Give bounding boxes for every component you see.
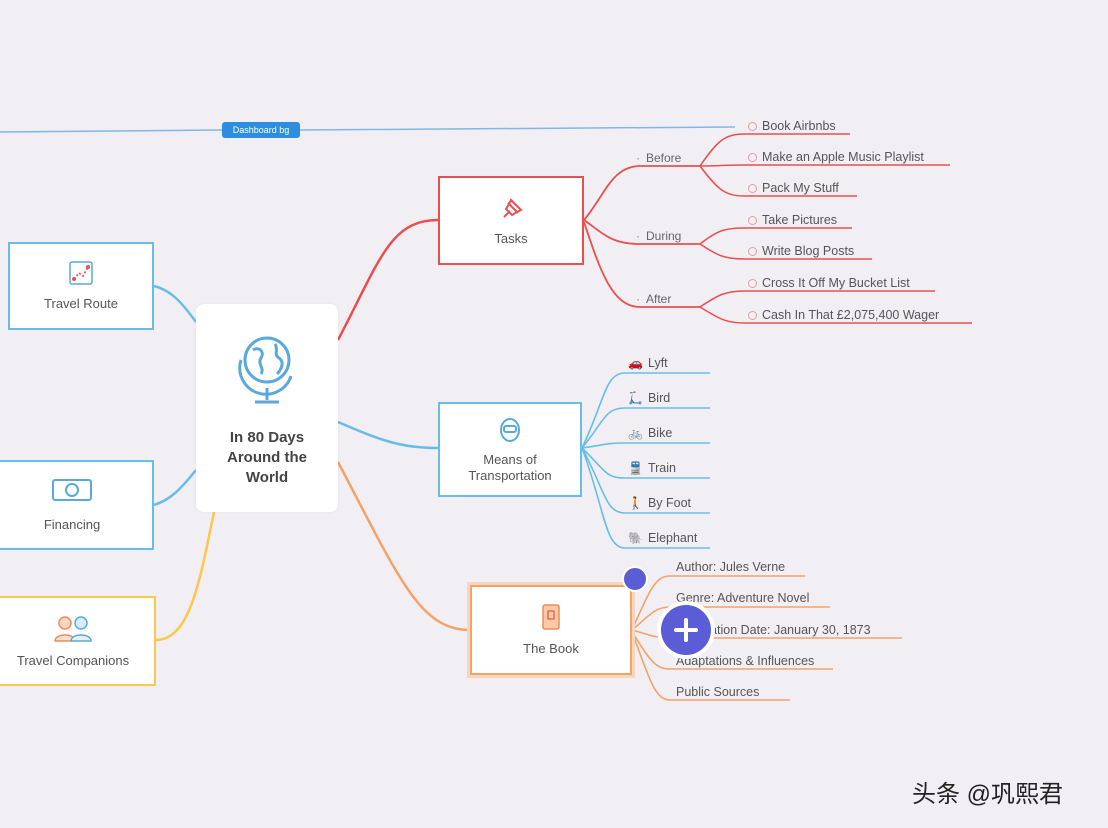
travel-route-topic[interactable]: Travel Route [8,242,154,330]
checkbox-icon[interactable] [748,279,757,288]
transport-item-label: By Foot [647,496,692,510]
task-item-label: Cross It Off My Bucket List [762,276,910,290]
travel-companions-label: Travel Companions [16,653,130,668]
transport-item-lyft[interactable]: 🚗 Lyft [628,356,668,371]
book-label: The Book [523,641,579,656]
travel-route-label: Travel Route [44,296,118,311]
task-item[interactable]: Book Airbnbs [748,119,836,134]
task-item-label: Write Blog Posts [762,244,855,258]
task-item[interactable]: Write Blog Posts [748,244,854,259]
checkbox-icon[interactable] [748,122,757,131]
central-title-line1: In 80 Days [229,429,305,446]
plus-glyph [674,618,698,642]
transport-item-label: Train [647,461,676,475]
checkbox-icon[interactable] [748,216,757,225]
plus-icon [661,605,711,655]
central-title-line2: Around the [227,449,307,466]
transport-item-label: Bird [647,391,671,405]
checkbox-icon[interactable] [748,247,757,256]
central-title-line3: World [245,469,289,486]
globe-icon [238,336,293,404]
walk-icon: 🚶 [628,496,643,510]
transport-topic[interactable]: Means of Transportation [438,402,582,497]
central-topic[interactable]: In 80 Days Around the World [196,304,338,512]
task-group-label: After [646,292,672,306]
task-item[interactable]: Make an Apple Music Playlist [748,150,924,165]
add-topic-button[interactable] [657,601,715,659]
book-item[interactable]: Public Sources [676,685,760,699]
transport-label: Means of Transportation [468,452,551,484]
train-icon: 🚆 [628,461,643,475]
money-icon [52,479,92,501]
task-group-label: During [646,229,682,243]
task-item-label: Pack My Stuff [762,181,839,195]
task-item[interactable]: Pack My Stuff [748,181,839,196]
central-topic-title: In 80 Days Around the World [227,428,307,488]
task-item-label: Make an Apple Music Playlist [762,150,924,164]
scooter-icon: 🛴 [628,391,643,405]
travel-companions-topic[interactable]: Travel Companions [0,596,156,686]
task-item-label: Take Pictures [762,213,838,227]
bike-icon: 🚲 [628,426,643,440]
route-icon [69,261,93,285]
pin-icon [503,197,523,218]
book-item[interactable]: Author: Jules Verne [676,560,786,574]
elephant-icon: 🐘 [628,531,643,545]
helmet-icon [500,417,520,442]
task-group-during[interactable]: ·During [636,229,682,243]
book-icon [542,604,560,630]
book-item[interactable]: Genre: Adventure Novel [676,591,810,605]
car-icon: 🚗 [628,356,643,370]
top-badge[interactable]: Dashboard bg [222,122,300,138]
transport-label-line1: Means of [483,451,537,467]
task-item[interactable]: Cross It Off My Bucket List [748,276,910,291]
financing-label: Financing [43,517,101,532]
transport-item-by-foot[interactable]: 🚶 By Foot [628,496,691,511]
book-item[interactable]: Adaptations & Influences [676,654,815,668]
task-item-label: Book Airbnbs [762,119,836,133]
transport-item-train[interactable]: 🚆 Train [628,461,676,476]
transport-item-label: Elephant [647,531,698,545]
transport-item-label: Bike [647,426,673,440]
drag-handle[interactable] [622,566,648,592]
transport-item-bike[interactable]: 🚲 Bike [628,426,672,441]
transport-item-label: Lyft [647,356,668,370]
tasks-label: Tasks [494,230,528,246]
task-item[interactable]: Take Pictures [748,213,837,228]
task-group-label: Before [646,151,682,165]
watermark: 头条 @巩熙君 [912,781,1064,808]
tasks-topic[interactable]: Tasks [438,176,584,265]
checkbox-icon[interactable] [748,153,757,162]
financing-topic[interactable]: Financing [0,460,154,550]
book-topic[interactable]: The Book [470,585,632,675]
transport-item-elephant[interactable]: 🐘 Elephant [628,531,697,546]
checkbox-icon[interactable] [748,184,757,193]
task-item[interactable]: Cash In That £2,075,400 Wager [748,308,939,323]
task-group-after[interactable]: ·After [636,292,672,306]
transport-label-line2: Transportation [468,467,552,483]
checkbox-icon[interactable] [748,311,757,320]
task-item-label: Cash In That £2,075,400 Wager [762,308,940,322]
people-icon [54,616,92,642]
transport-item-bird[interactable]: 🛴 Bird [628,391,670,406]
book-item[interactable]: Publication Date: January 30, 1873 [676,623,871,637]
task-group-before[interactable]: ·Before [636,151,682,165]
